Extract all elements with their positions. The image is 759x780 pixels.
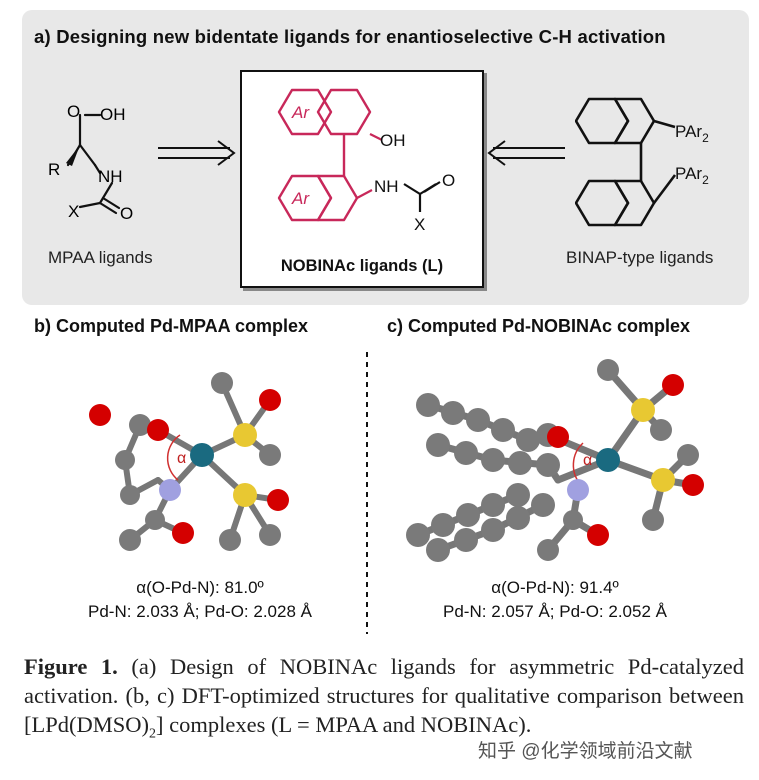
mpaa-structure: O OH R NH X O	[48, 102, 133, 223]
pd-nobinac-molecule: α	[406, 359, 704, 562]
panel-c-distances: Pd-N: 2.057 Å; Pd-O: 2.052 Å	[443, 602, 667, 621]
binap-structure: PAr2 PAr2	[575, 97, 709, 227]
nobinac-atom-nh: NH	[374, 177, 399, 196]
nobinac-structure: Ar Ar OH NH O X	[277, 88, 455, 234]
nobinac-box: Ar Ar OH NH O X NOBINAc ligands (L)	[240, 70, 484, 288]
nobinac-label: NOBINAc ligands (L)	[280, 257, 444, 275]
watermark: 知乎 @化学领域前沿文献	[478, 741, 693, 762]
nobinac-atom-ar1: Ar	[291, 103, 310, 122]
panel-c-title: c) Computed Pd-NOBINAc complex	[387, 316, 691, 336]
panel-divider	[366, 352, 368, 634]
nobinac-atom-oh: OH	[380, 131, 406, 150]
mpaa-atom-o: O	[67, 102, 80, 121]
pd-mpaa-molecule: α	[89, 372, 289, 551]
mpaa-atom-x: X	[68, 202, 79, 221]
nobinac-atom-ar2: Ar	[291, 189, 310, 208]
nobinac-atom-o: O	[442, 171, 455, 190]
mpaa-atom-r: R	[48, 160, 60, 179]
arrow-right-icon	[158, 140, 236, 166]
binap-atom-p1: PAr2	[675, 122, 709, 145]
mpaa-atom-o2: O	[120, 204, 133, 223]
arrow-left-icon	[487, 140, 565, 166]
caption-text-1: (a) Design of NOBINAc ligands for asymme…	[24, 654, 744, 737]
alpha-label-c: α	[583, 452, 592, 469]
caption-subscript: 2	[149, 726, 157, 742]
mpaa-label: MPAA ligands	[48, 248, 153, 267]
caption-text-2: ] complexes (L = MPAA and NOBINAc).	[156, 712, 532, 737]
panel-b-title: b) Computed Pd-MPAA complex	[34, 316, 308, 336]
panel-a-title: a) Designing new bidentate ligands for e…	[34, 26, 666, 47]
wedge-bond	[66, 145, 80, 166]
nobinac-atom-x: X	[414, 215, 425, 234]
panel-c-angle: α(O-Pd-N): 91.4º	[491, 578, 619, 597]
binap-atom-p2: PAr2	[675, 164, 709, 187]
binap-label: BINAP-type ligands	[566, 248, 714, 267]
panel-b-distances: Pd-N: 2.033 Å; Pd-O: 2.028 Å	[88, 602, 312, 621]
caption-label: Figure 1.	[24, 654, 118, 679]
figure-caption: Figure 1. (a) Design of NOBINAc ligands …	[24, 652, 744, 749]
panel-b-angle: α(O-Pd-N): 81.0º	[136, 578, 264, 597]
mpaa-atom-nh: NH	[98, 167, 123, 186]
alpha-label-b: α	[177, 450, 186, 467]
mpaa-atom-oh: OH	[100, 105, 126, 124]
